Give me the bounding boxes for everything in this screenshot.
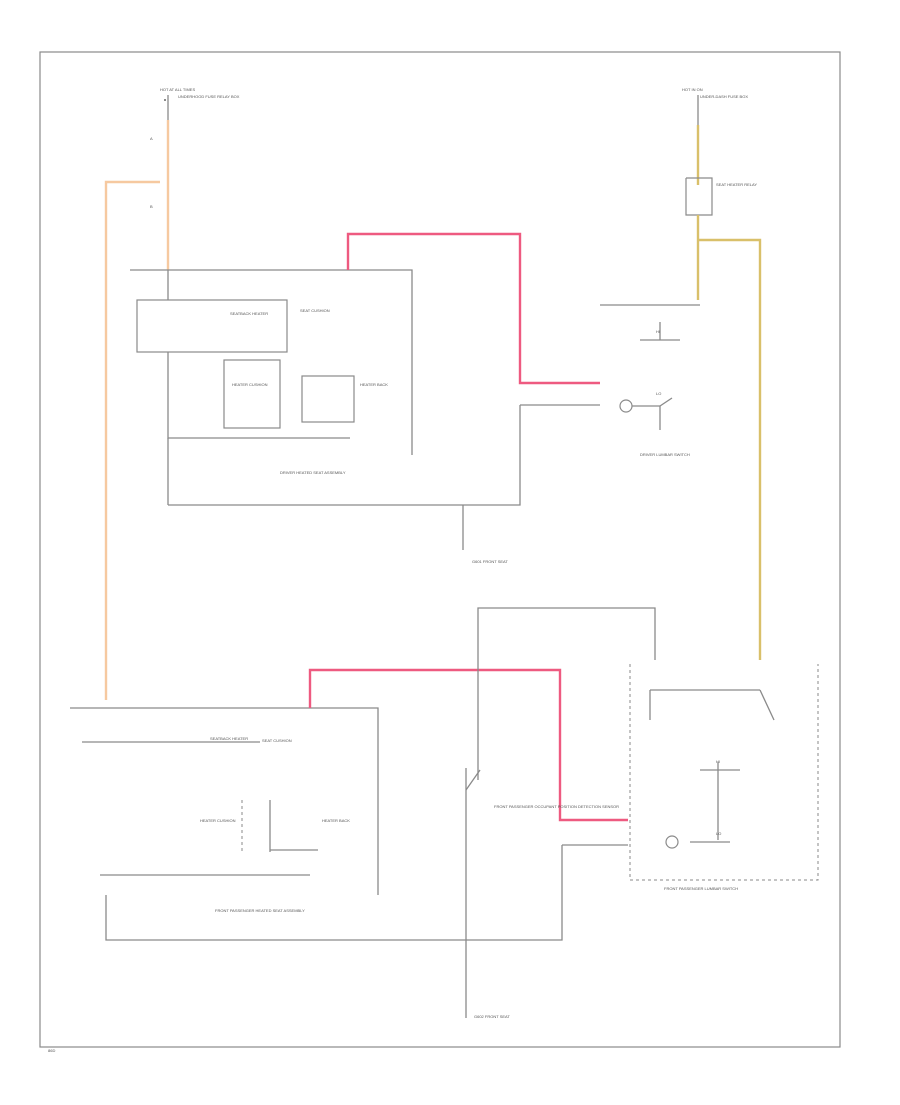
driver-seat-assembly: SEATBACK HEATER SEAT CUSHION HEATER CUSH…	[130, 269, 521, 506]
relay-label: SEAT HEATER RELAY	[716, 182, 757, 187]
driver-heater-cushion: HEATER CUSHION	[232, 382, 268, 387]
passenger-switch-label: SEATBACK HEATER	[210, 736, 248, 741]
right-fuse-block: HOT IN ON UNDER-DASH FUSE BOX	[682, 87, 748, 125]
driver-heater-back: HEATER BACK	[360, 382, 388, 387]
passenger-switch-title: FRONT PASSENGER LUMBAR SWITCH	[664, 886, 738, 891]
occupant-position-sensor: FRONT PASSENGER OCCUPANT POSITION DETECT…	[465, 607, 656, 1000]
footer-label: 86D	[48, 1048, 55, 1053]
occupant-sensor-label: FRONT PASSENGER OCCUPANT POSITION DETECT…	[494, 804, 619, 809]
page-frame	[39, 51, 841, 1048]
left-fuse-pin-a: A	[150, 136, 153, 141]
passenger-seat-title: FRONT PASSENGER HEATED SEAT ASSEMBLY	[215, 908, 305, 913]
tan-wire-passenger-switch	[698, 238, 762, 660]
left-fuse-subtitle: UNDERHOOD FUSE RELAY BOX	[178, 94, 240, 99]
passenger-heater-back: HEATER BACK	[322, 818, 350, 823]
driver-seat-title: DRIVER HEATED SEAT ASSEMBLY	[280, 470, 346, 475]
left-fuse-block: HOT AT ALL TIMES UNDERHOOD FUSE RELAY BO…	[150, 87, 240, 209]
driver-switch-title: DRIVER LUMBAR SWITCH	[640, 452, 690, 457]
ground-label-2: G602 FRONT SEAT	[474, 1014, 510, 1019]
driver-switch-label: SEATBACK HEATER	[230, 311, 268, 316]
passenger-switch-lo: LO	[716, 831, 721, 836]
driver-lumbar-switch: HI LO DRIVER LUMBAR SWITCH	[619, 322, 690, 457]
driver-switch-lo: LO	[656, 391, 661, 396]
ground-g602: G602 FRONT SEAT	[465, 1000, 510, 1019]
driver-switch-hi: HI	[656, 329, 660, 334]
driver-element-label: SEAT CUSHION	[300, 308, 330, 313]
ground-label-1: G601 FRONT SEAT	[472, 559, 508, 564]
ground-g601: G601 FRONT SEAT	[462, 505, 508, 564]
passenger-lumbar-switch: HI LO FRONT PASSENGER LUMBAR SWITCH	[629, 664, 819, 891]
pink-wire-passenger	[308, 668, 628, 822]
seat-heater-relay: SEAT HEATER RELAY	[685, 177, 757, 216]
peach-wire-passenger	[104, 180, 160, 700]
passenger-switch-hi: HI	[716, 759, 720, 764]
passenger-element-label: SEAT CUSHION	[262, 738, 292, 743]
right-fuse-header: HOT IN ON	[682, 87, 703, 92]
pink-wire-driver	[346, 232, 600, 385]
left-fuse-header: HOT AT ALL TIMES	[160, 87, 195, 92]
passenger-seat-assembly: SEATBACK HEATER SEAT CUSHION HEATER CUSH…	[70, 707, 563, 941]
passenger-heater-cushion: HEATER CUSHION	[200, 818, 236, 823]
left-fuse-pin-b: B	[150, 204, 153, 209]
right-fuse-subtitle: UNDER-DASH FUSE BOX	[700, 94, 748, 99]
